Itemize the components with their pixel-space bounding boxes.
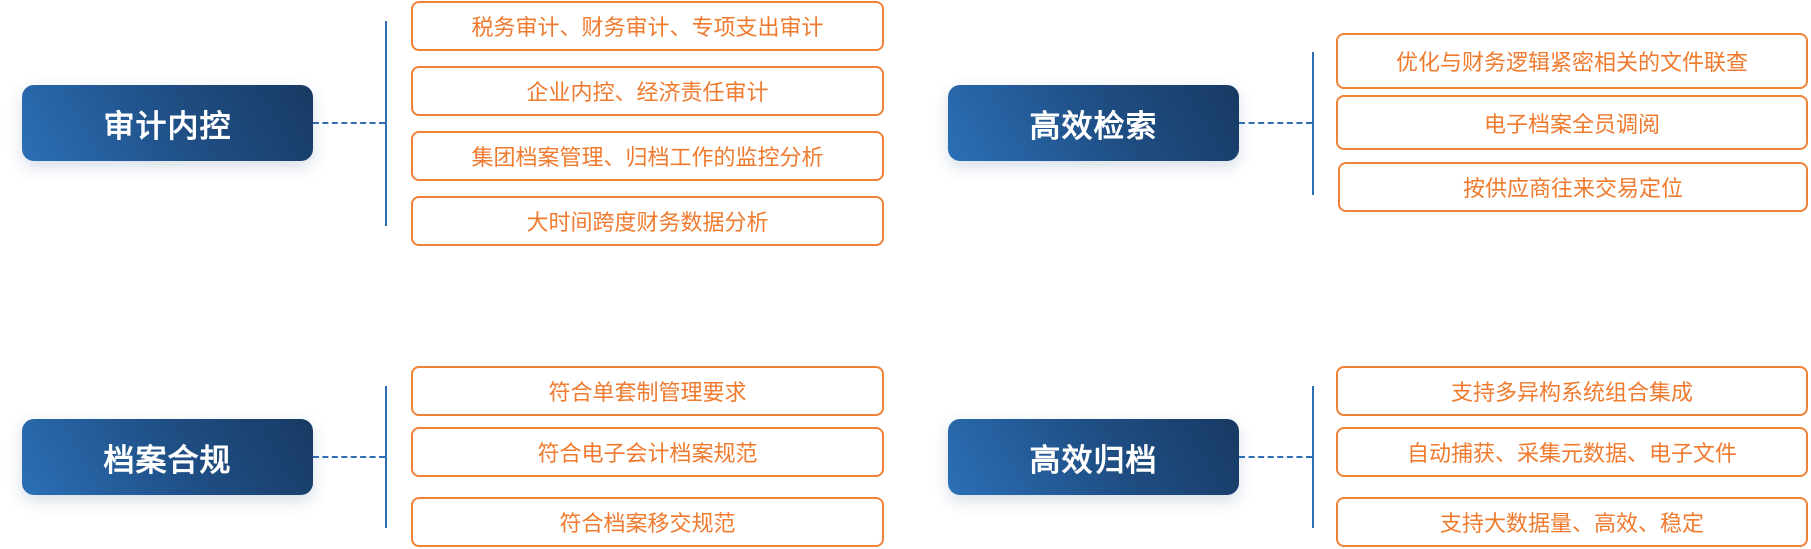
feature-item: 大时间跨度财务数据分析 [411,196,884,246]
connector-dash [1239,456,1312,458]
feature-item: 自动捕获、采集元数据、电子文件 [1336,427,1808,477]
feature-item: 集团档案管理、归档工作的监控分析 [411,131,884,181]
connector-dash [313,122,385,124]
feature-item: 电子档案全员调阅 [1336,95,1808,150]
category-audit-control: 审计内控 [22,85,313,161]
feature-item: 符合档案移交规范 [411,497,884,547]
feature-item: 企业内控、经济责任审计 [411,66,884,116]
category-efficient-archiving: 高效归档 [948,419,1239,495]
feature-item: 税务审计、财务审计、专项支出审计 [411,1,884,51]
feature-item: 符合电子会计档案规范 [411,427,884,477]
feature-item: 支持多异构系统组合集成 [1336,366,1808,416]
feature-item: 符合单套制管理要求 [411,366,884,416]
category-efficient-retrieval: 高效检索 [948,85,1239,161]
connector-line [385,21,387,226]
connector-line [1312,52,1314,195]
feature-item: 支持大数据量、高效、稳定 [1336,497,1808,547]
connector-dash [313,456,385,458]
connector-line [385,386,387,528]
feature-item: 优化与财务逻辑紧密相关的文件联查 [1336,33,1808,89]
category-archive-compliance: 档案合规 [22,419,313,495]
connector-dash [1239,122,1312,124]
feature-item: 按供应商往来交易定位 [1338,162,1808,212]
connector-line [1312,386,1314,528]
